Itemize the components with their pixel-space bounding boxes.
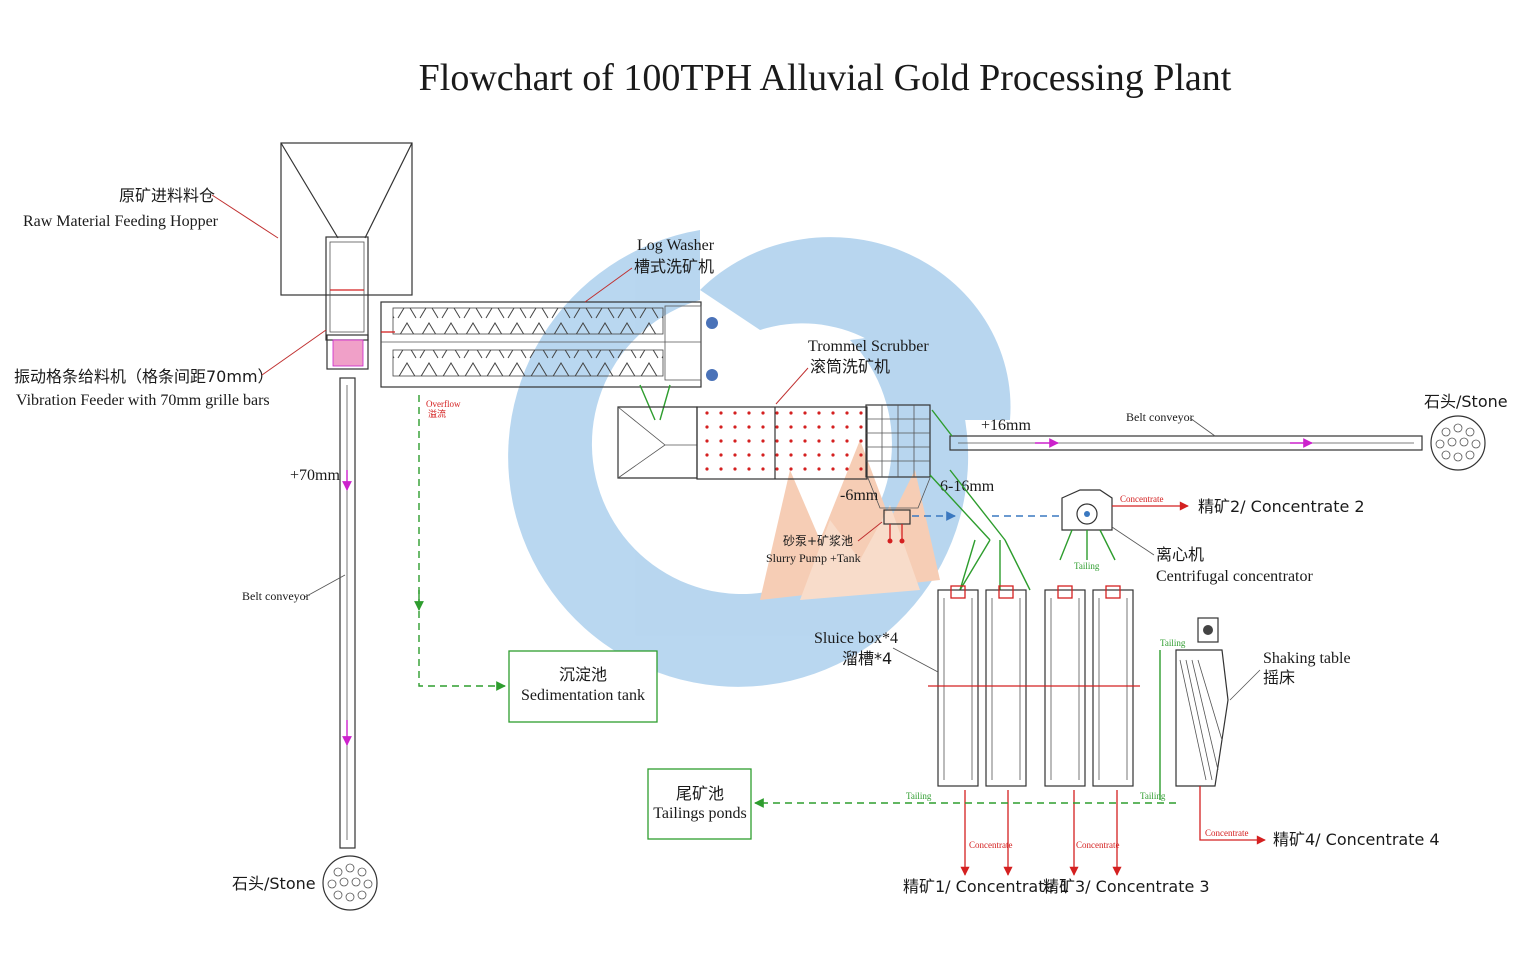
- conc2-flow-label: Concentrate: [1120, 494, 1163, 504]
- centrifugal-concentrator: [1059, 489, 1116, 561]
- sluice-label-en: Sluice box*4: [814, 630, 898, 647]
- tailings-pond-label-cn: 尾矿池: [676, 784, 724, 803]
- trommel-label-en: Trommel Scrubber: [808, 338, 929, 355]
- feeding-hopper: [280, 142, 413, 341]
- sluice-box-4: [1092, 585, 1134, 787]
- trommel-scrubber: [617, 404, 931, 509]
- slurry-pump-label-en: Slurry Pump +Tank: [766, 551, 861, 565]
- tailings-pond-label-en: Tailings ponds: [653, 805, 747, 822]
- log-washer-leader: [584, 267, 633, 303]
- belt-conveyor-right-label: Belt conveyor: [1126, 410, 1194, 424]
- tailings-pond: [647, 768, 752, 840]
- hopper-label-en: Raw Material Feeding Hopper: [23, 213, 219, 230]
- conc4-arrow: [1199, 786, 1266, 845]
- hopper-label-cn: 原矿进料料仓: [119, 186, 215, 205]
- vibration-feeder: [326, 334, 369, 370]
- concentrate1-label: 精矿1/ Concentrate 1: [903, 877, 1070, 896]
- shaking-table: [1175, 617, 1229, 787]
- slurry-pump-label-cn: 砂泵+矿浆池: [783, 533, 853, 548]
- feeder-label-cn: 振动格条给料机（格条间距70mm）: [14, 367, 274, 386]
- conc4-flow-label: Concentrate: [1205, 828, 1248, 838]
- conc3-flow-label: Concentrate: [1076, 840, 1119, 850]
- sluice-box-2: [985, 585, 1027, 787]
- concentrate3-label: 精矿3/ Concentrate 3: [1043, 877, 1210, 896]
- feeder-label-en: Vibration Feeder with 70mm grille bars: [16, 392, 270, 409]
- concentrate2-label: 精矿2/ Concentrate 2: [1198, 497, 1365, 516]
- log-washer-label-cn: 槽式洗矿机: [634, 257, 714, 276]
- conc1-flow-label: Concentrate: [969, 840, 1012, 850]
- overflow-flow-line: [418, 395, 506, 691]
- belt-right-leader: [1189, 417, 1216, 437]
- sluice-leader: [892, 647, 939, 673]
- flow-plus16: +16mm: [981, 417, 1031, 434]
- overflow-label-cn: 溢流: [428, 408, 446, 420]
- sedimentation-label-en: Sedimentation tank: [521, 687, 645, 704]
- sluice-label-cn: 溜槽*4: [842, 649, 892, 668]
- shaking-tailing-in-label: Tailing: [1160, 638, 1186, 648]
- log-washer: [380, 301, 718, 388]
- flow-6-16: 6-16mm: [940, 478, 995, 495]
- stone-pile-right-icon: [1430, 415, 1486, 471]
- tailing-label-a: Tailing: [906, 791, 932, 801]
- shaking-table-label-en: Shaking table: [1263, 650, 1351, 667]
- stone-right-label: 石头/Stone: [1424, 392, 1508, 411]
- page-title: Flowchart of 100TPH Alluvial Gold Proces…: [419, 57, 1232, 99]
- overflow-label-en: Overflow: [426, 399, 461, 409]
- stone-pile-icon: [322, 855, 378, 911]
- belt-left-leader: [304, 574, 346, 598]
- sedimentation-label-cn: 沉淀池: [559, 665, 607, 684]
- trommel-label-cn: 滚筒洗矿机: [810, 357, 890, 376]
- concentrate4-label: 精矿4/ Concentrate 4: [1273, 830, 1440, 849]
- sedimentation-tank: [508, 650, 658, 723]
- centrifuge-tailing-label: Tailing: [1074, 561, 1100, 571]
- washer-discharge-line: [639, 384, 671, 421]
- sluice-box-1: [937, 585, 979, 787]
- centrifuge-label-en: Centrifugal concentrator: [1156, 568, 1313, 585]
- tailing-label-b: Tailing: [1140, 791, 1166, 801]
- sluice-box-3: [1044, 585, 1086, 787]
- stone-left-label: 石头/Stone: [232, 874, 316, 893]
- feeder-leader: [261, 329, 327, 376]
- shaking-table-label-cn: 摇床: [1263, 668, 1295, 687]
- flow-minus6: -6mm: [840, 487, 879, 504]
- centrifuge-label-cn: 离心机: [1156, 545, 1204, 564]
- belt-conveyor-right: [931, 409, 1423, 451]
- slurry-pump: [883, 509, 911, 544]
- flow-plus70: +70mm: [290, 467, 340, 484]
- belt-conveyor-left: [339, 377, 356, 849]
- hopper-leader: [211, 194, 279, 239]
- slurry-leader: [857, 521, 883, 542]
- belt-conveyor-left-label: Belt conveyor: [242, 589, 310, 603]
- company-logo-watermark: [508, 230, 1011, 687]
- shaking-table-leader: [1229, 669, 1261, 701]
- sluice-feed-lines: [929, 469, 1031, 591]
- centrifuge-leader: [1111, 526, 1155, 556]
- trommel-leader: [775, 367, 809, 405]
- log-washer-label-en: Log Washer: [637, 237, 715, 254]
